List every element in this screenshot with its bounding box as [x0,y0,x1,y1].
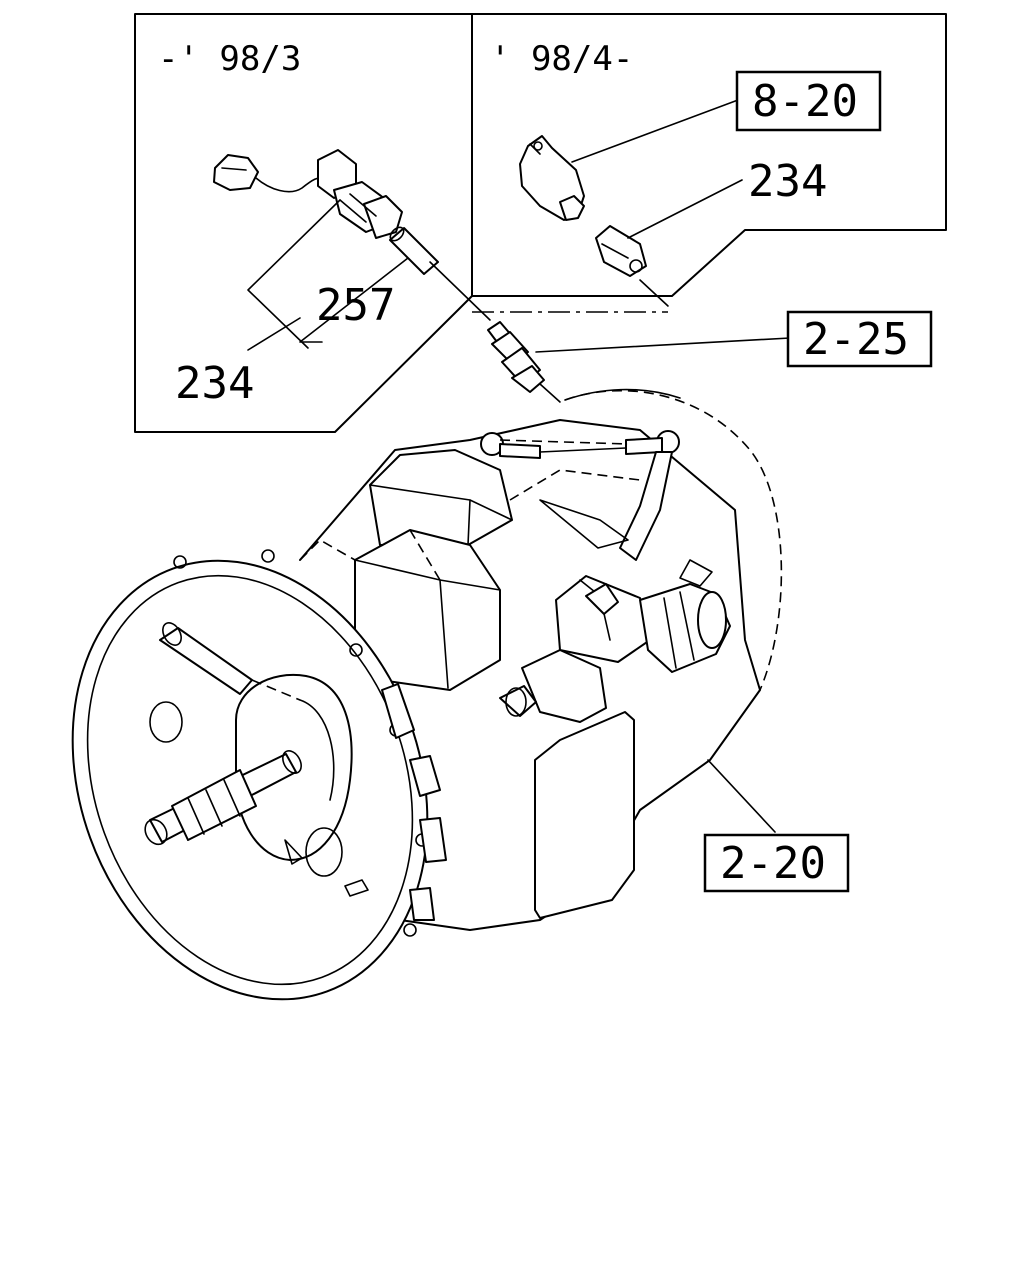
speed-sensor-old [213,149,403,239]
period-label-right: ' 98/4- [490,39,633,79]
speed-sensor-new [595,225,669,307]
leader-234-left-b [247,317,301,351]
axis-line-upper [429,261,491,321]
leader-8-20 [571,99,739,163]
driven-gear-assembly [487,321,561,403]
transmission-assembly [71,388,783,1001]
sensor-bracket-8-20 [519,135,585,221]
part-label-234-left: 234 [175,358,254,409]
ref-box-2-20 [703,833,850,893]
leader-257 [299,257,409,343]
leader-2-20 [707,759,776,833]
period-label-left: -' 98/3 [158,39,301,79]
ref-label-8-20: 8-20 [752,76,858,127]
ref-label-2-25: 2-25 [803,314,909,365]
ref-label-2-20: 2-20 [720,838,826,889]
leader-2-25 [535,337,791,353]
ref-box-2-25 [786,310,933,368]
leader-234-left-a [247,199,341,349]
part-label-257: 257 [316,280,395,331]
inset-right-frame [471,13,947,297]
speedometer-pinion-sleeve [389,226,439,275]
ref-box-8-20 [735,70,882,132]
part-label-234-right: 234 [748,156,827,207]
leader-234-right [627,179,743,239]
